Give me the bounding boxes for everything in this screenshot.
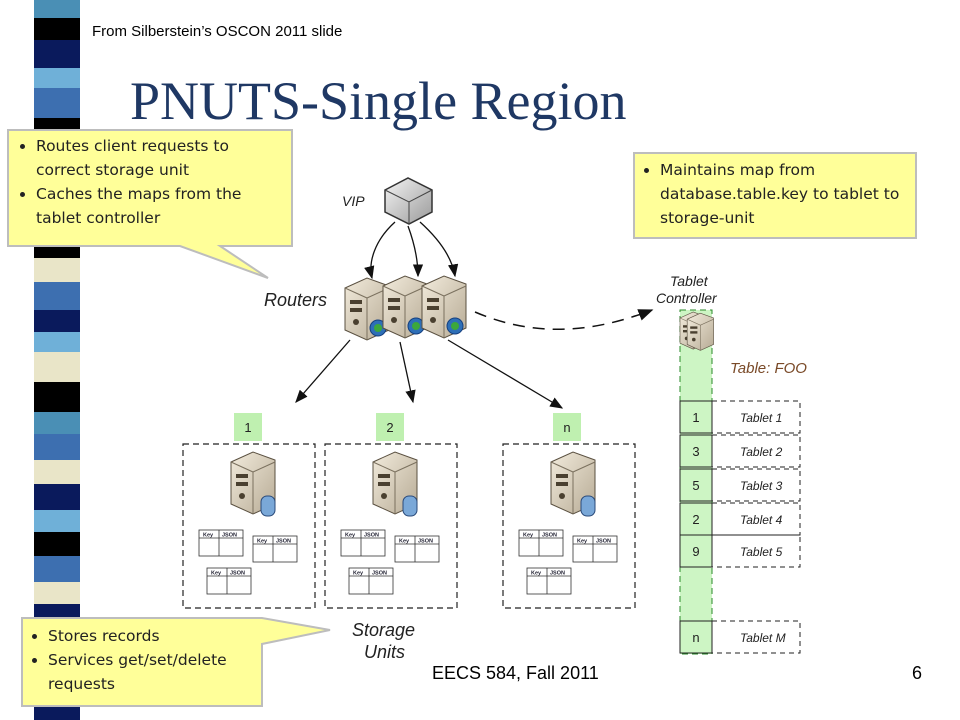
record-json-label: JSON: [230, 571, 245, 577]
record-json-label: JSON: [550, 571, 565, 577]
record-key-label: Key: [523, 533, 534, 539]
vip-to-router-2-arrow: [407, 225, 424, 278]
router-to-unit-1-arrow: [295, 339, 351, 403]
record-key-label: Key: [399, 539, 410, 545]
storage-unit-border: [324, 443, 458, 609]
record-json-label: JSON: [542, 533, 557, 539]
record-box: Key JSON: [394, 535, 440, 563]
routers-callout-bubble: [7, 129, 293, 279]
tablet-row: 1 Tablet 1: [679, 400, 801, 434]
router-server-icon: [421, 275, 467, 339]
record-box: Key JSON: [252, 535, 298, 563]
storage-label: Storage: [352, 620, 415, 640]
record-box: Key JSON: [526, 567, 572, 595]
record-box: Key JSON: [518, 529, 564, 557]
controller-callout: Maintains map from database.table.key to…: [638, 158, 912, 230]
tablet-name: Tablet 3: [740, 479, 783, 493]
record-box: Key JSON: [340, 529, 386, 557]
tablet-unit-id: 9: [692, 544, 699, 559]
record-key-label: Key: [345, 533, 356, 539]
router-server-icon: [344, 277, 390, 341]
record-json-label: JSON: [276, 539, 291, 545]
slide-credit: From Silberstein’s OSCON 2011 slide: [92, 23, 343, 40]
record-key-label: Key: [577, 539, 588, 545]
record-box: Key JSON: [206, 567, 252, 595]
slide-title: PNUTS-Single Region: [130, 71, 627, 131]
tablet-row: 2 Tablet 4: [679, 502, 801, 536]
storage-callout: Stores records Services get/set/delete r…: [26, 624, 258, 696]
storage-callout-bubble: [21, 617, 331, 707]
controller-callout-item: Maintains map from database.table.key to…: [660, 158, 912, 230]
table-label: Table: FOO: [730, 360, 807, 377]
unit-id-label: 2: [386, 420, 393, 435]
tablet-row: 3 Tablet 2: [679, 434, 801, 468]
tablet-name: Tablet M: [740, 631, 786, 645]
footer-course: EECS 584, Fall 2011: [432, 663, 599, 683]
controller-callout-bubble: [633, 152, 917, 239]
record-key-label: Key: [531, 571, 542, 577]
tablet-unit-id: n: [692, 630, 699, 645]
tablet-unit-id: 5: [692, 478, 699, 493]
vip-label: VIP: [342, 193, 365, 209]
unit-id-label: n: [563, 420, 570, 435]
vip-to-router-3-arrow: [419, 221, 459, 278]
record-json-label: JSON: [372, 571, 387, 577]
router-to-unit-2-arrow: [399, 341, 416, 404]
record-box: Key JSON: [572, 535, 618, 563]
unit-id-tag: 1: [234, 413, 262, 441]
tablet-unit-id: 1: [692, 410, 699, 425]
storage-unit-border: [502, 443, 636, 609]
storage-callout-item: Stores records: [48, 624, 258, 648]
tablet-row: n Tablet M: [679, 620, 801, 654]
routers-callout-item: Routes client requests to correct storag…: [36, 134, 286, 182]
vip-icon: [384, 177, 433, 225]
disk-icon: [580, 495, 596, 517]
record-json-label: JSON: [418, 539, 433, 545]
record-key-label: Key: [353, 571, 364, 577]
controller-label-line2: Controller: [656, 290, 718, 306]
record-box: Key JSON: [198, 529, 244, 557]
disk-icon: [402, 495, 418, 517]
tablet-name: Tablet 4: [740, 513, 783, 527]
router-server-icon: [382, 275, 428, 339]
tablet-name: Tablet 5: [740, 545, 783, 559]
controller-label-line1: Tablet: [670, 273, 709, 289]
router-to-unit-n-arrow: [447, 339, 564, 409]
record-json-label: JSON: [222, 533, 237, 539]
unit-id-label: 1: [244, 420, 251, 435]
tablet-row: 5 Tablet 3: [679, 468, 801, 502]
routers-label: Routers: [264, 290, 327, 310]
vip-to-router-1-arrow: [364, 221, 396, 280]
routers-callout-item: Caches the maps from the tablet controll…: [36, 182, 286, 230]
storage-callout-item: Services get/set/delete requests: [48, 648, 258, 696]
record-key-label: Key: [203, 533, 214, 539]
page-number: 6: [912, 663, 923, 683]
tablet-name: Tablet 1: [740, 411, 782, 425]
tablet-unit-id: 2: [692, 512, 699, 527]
record-box: Key JSON: [348, 567, 394, 595]
disk-icon: [260, 495, 276, 517]
storage-unit-border: [182, 443, 316, 609]
units-label: Units: [364, 642, 405, 662]
routers-callout: Routes client requests to correct storag…: [14, 134, 286, 230]
unit-id-tag: n: [553, 413, 581, 441]
unit-id-tag: 2: [376, 413, 404, 441]
tablet-unit-id: 3: [692, 444, 699, 459]
record-json-label: JSON: [596, 539, 611, 545]
record-json-label: JSON: [364, 533, 379, 539]
tablet-name: Tablet 2: [740, 445, 783, 459]
router-to-controller-link: [474, 309, 654, 331]
tablet-row: 9 Tablet 5: [679, 534, 801, 568]
record-key-label: Key: [257, 539, 268, 545]
record-key-label: Key: [211, 571, 222, 577]
